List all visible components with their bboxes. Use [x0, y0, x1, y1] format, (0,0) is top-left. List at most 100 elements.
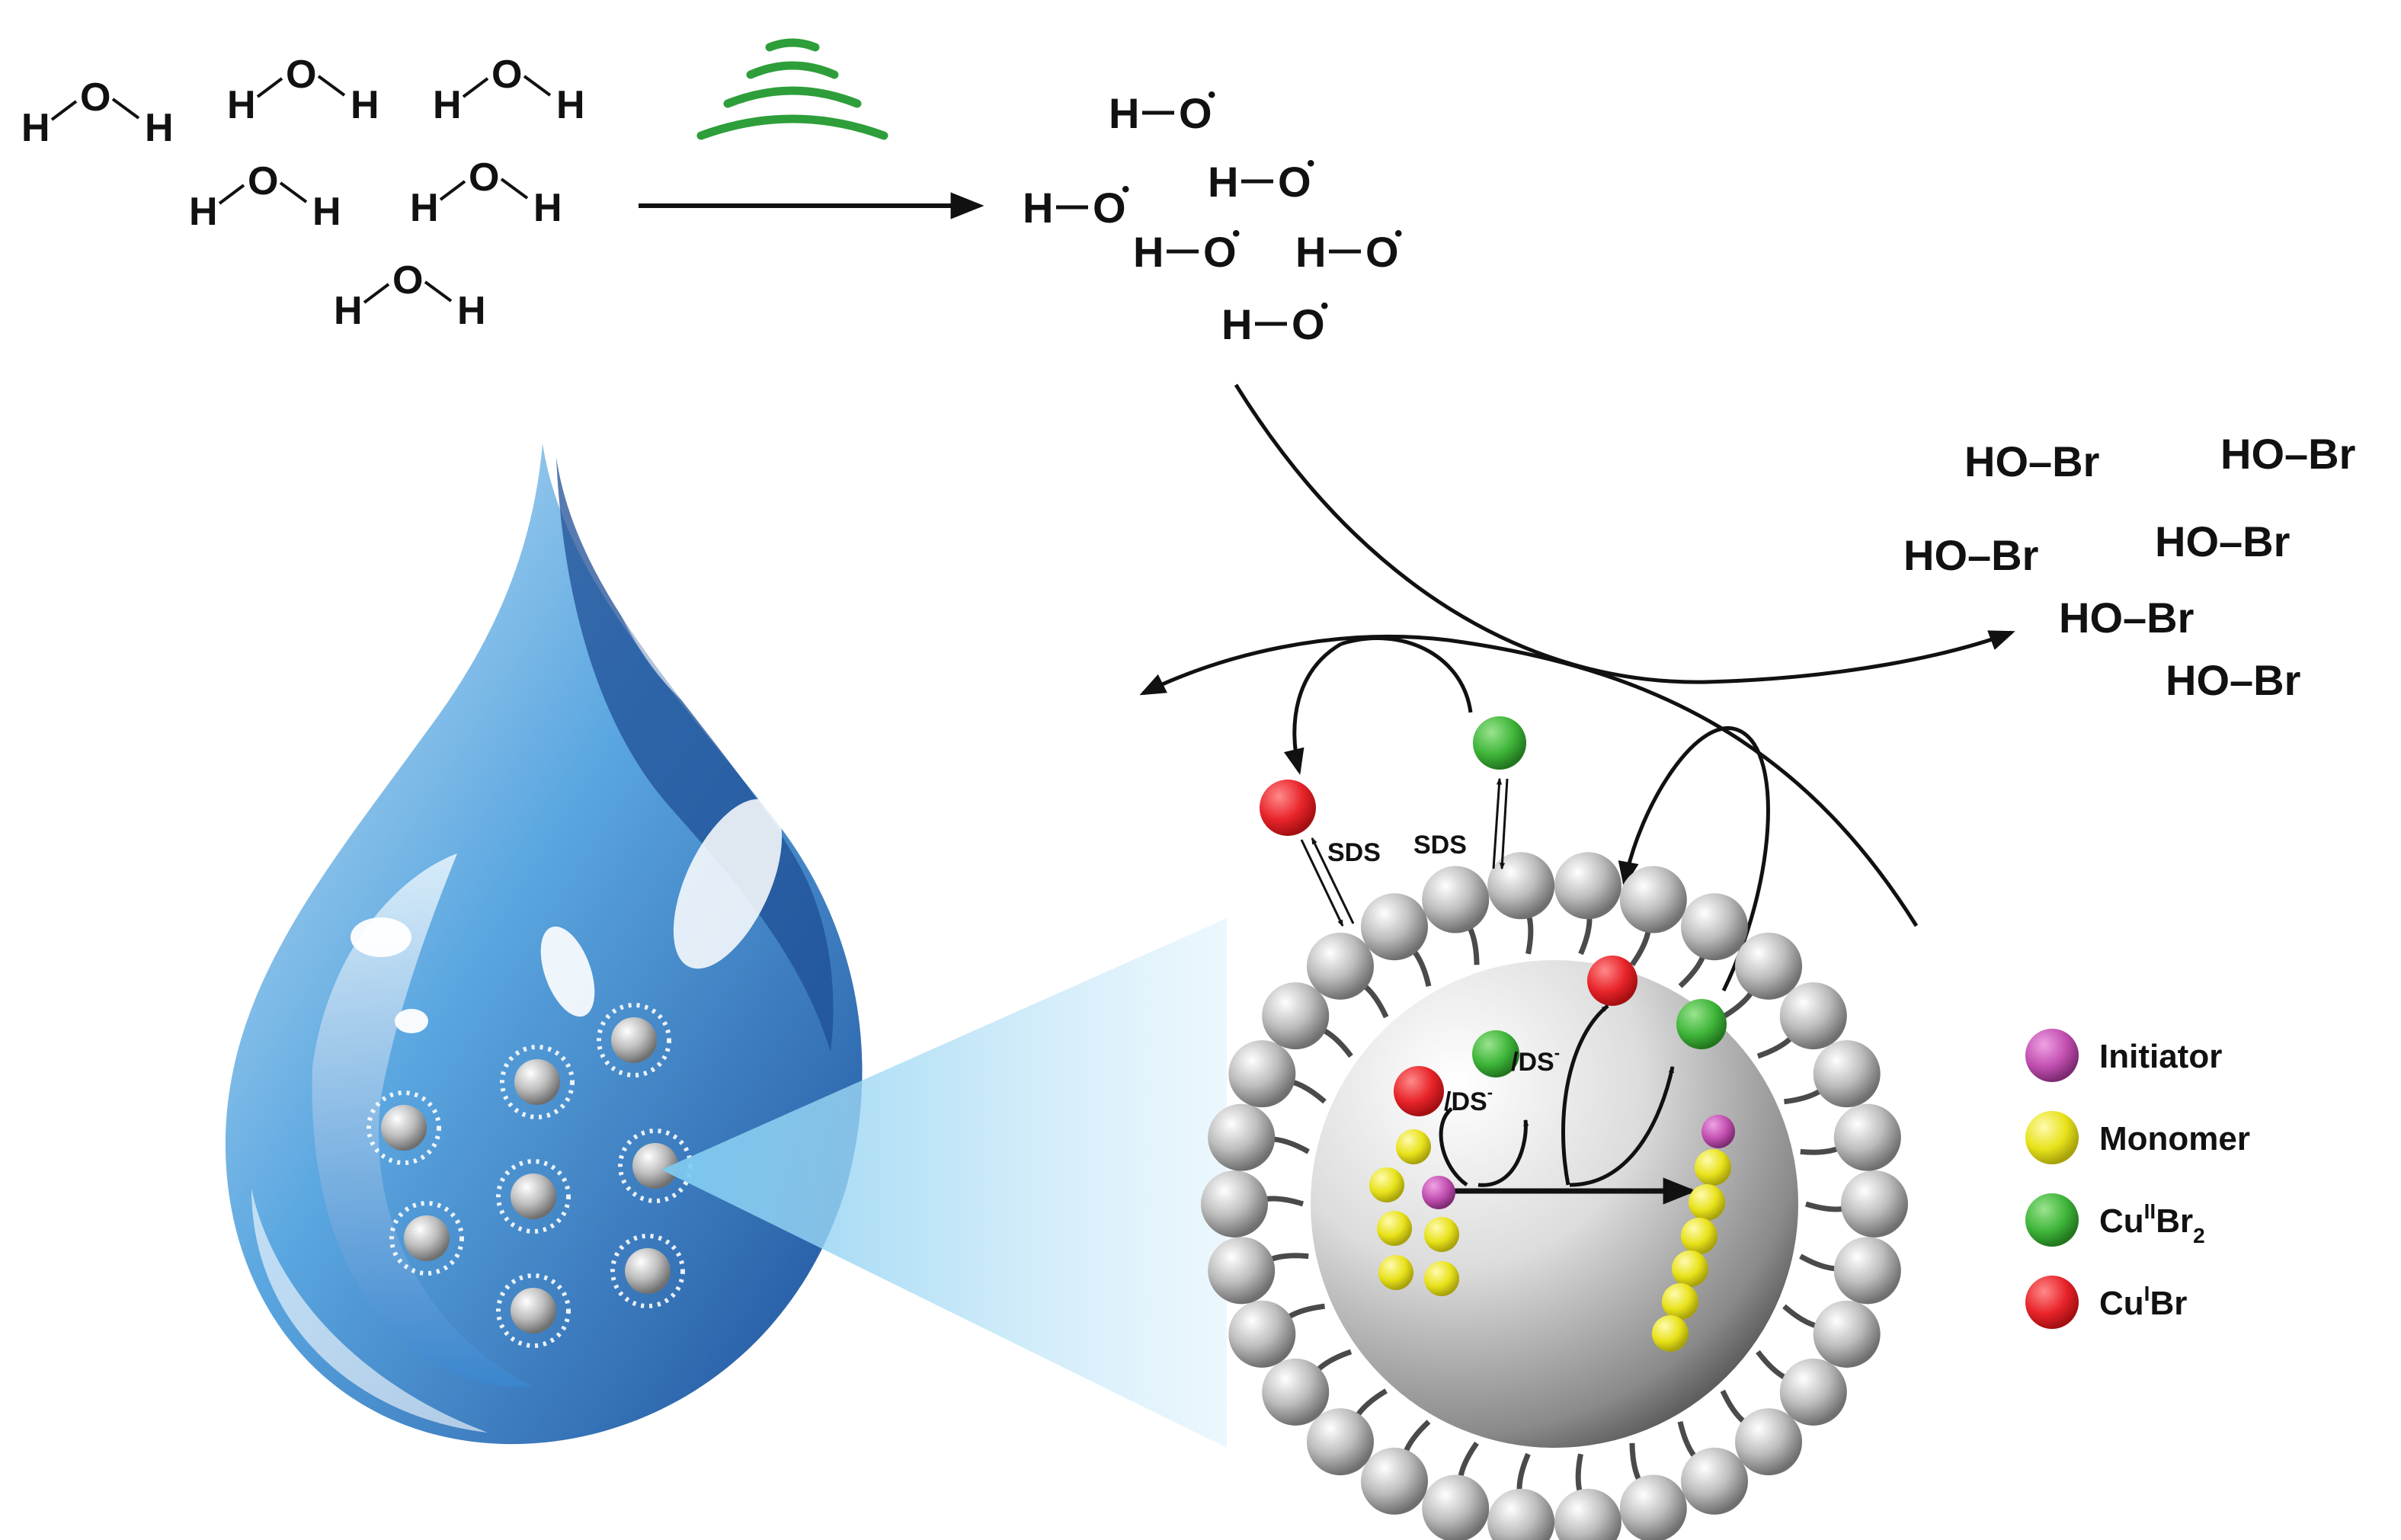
oxygen-label: O — [392, 258, 423, 303]
radical-dot: • — [1122, 177, 1130, 202]
hobr-label: HO–Br — [2220, 430, 2355, 478]
legend-label: Initiator — [2099, 1038, 2222, 1075]
zoom-beam — [661, 918, 1227, 1448]
hobr-label: HO–Br — [2155, 517, 2290, 565]
sds-exchange: SDS SDS — [1260, 716, 1526, 927]
hobr-label: HO–Br — [2059, 594, 2194, 642]
surfactant-head — [1779, 1358, 1847, 1426]
legend-swatch — [2025, 1193, 2079, 1247]
monomer-bead — [1424, 1261, 1459, 1296]
water-molecule: HOH — [410, 155, 562, 230]
oxygen-label: O — [1365, 228, 1399, 276]
legend-label: Monomer — [2099, 1120, 2250, 1157]
water-molecule: HOH — [227, 53, 379, 127]
surfactant-head — [1619, 866, 1687, 933]
nanoparticle — [496, 1273, 571, 1348]
legend-swatch — [2025, 1029, 2079, 1082]
monomer-bead — [1424, 1217, 1459, 1252]
initiator-bead — [1702, 1115, 1735, 1148]
radical-dot: • — [1307, 151, 1315, 176]
surfactant-head — [1306, 932, 1374, 1000]
oxygen-label: O — [1179, 89, 1212, 137]
monomer-bead — [1396, 1129, 1431, 1164]
monomer-bead — [1689, 1184, 1725, 1221]
oxygen-label: O — [491, 53, 522, 97]
monomer-bead — [1662, 1283, 1698, 1320]
reaction-arrows — [1139, 383, 2015, 992]
surfactant-head — [1487, 1488, 1555, 1540]
surfactant-head — [1619, 1474, 1687, 1540]
surfactant-head — [1833, 1237, 1901, 1305]
legend-label: CuIBr — [2099, 1282, 2187, 1322]
surfactant-head — [1813, 1300, 1881, 1368]
ds-label: /DS- — [1511, 1043, 1560, 1077]
hydrogen-label: H — [1109, 89, 1139, 137]
surfactant-head — [1735, 932, 1803, 1000]
legend-item: CuIBr — [2025, 1276, 2187, 1329]
surfactant-head — [1681, 893, 1748, 961]
oxygen-label: O — [1093, 184, 1126, 232]
hobr-label: HO–Br — [1964, 437, 2099, 485]
oxygen-label: O — [80, 75, 110, 120]
hydrogen-label: H — [145, 106, 174, 150]
surfactant-head — [1779, 982, 1847, 1050]
legend-label: CuIIBr2 — [2099, 1199, 2205, 1247]
hobr-label: HO–Br — [2166, 656, 2300, 704]
nanoparticle — [500, 1045, 575, 1119]
water-molecule: HOH — [334, 258, 486, 333]
hydrogen-label: H — [21, 106, 50, 150]
oxygen-label: O — [469, 155, 499, 200]
hydrogen-label: H — [556, 83, 585, 127]
surfactant-head — [1361, 893, 1428, 961]
hydrogen-label: H — [1208, 158, 1238, 206]
oxygen-label: O — [1278, 158, 1311, 206]
cu-i-br-bead — [1394, 1066, 1444, 1116]
nanoparticle — [610, 1234, 685, 1308]
legend-swatch — [2025, 1111, 2079, 1164]
monomer-bead — [1378, 1255, 1413, 1290]
surfactant-head — [1554, 852, 1621, 920]
monomer-bead — [1672, 1250, 1708, 1287]
surfactant-head — [1735, 1408, 1803, 1476]
cu-i-br-bead — [1587, 956, 1637, 1006]
hydrogen-label: H — [1133, 228, 1164, 276]
hydrogen-label: H — [410, 186, 439, 230]
nanoparticle — [389, 1201, 464, 1276]
surfactant-head — [1361, 1447, 1428, 1515]
legend-item: Monomer — [2025, 1111, 2250, 1164]
hydrogen-label: H — [189, 190, 218, 234]
ds-label: /DS- — [1444, 1083, 1493, 1116]
surfactant-head — [1228, 1040, 1296, 1108]
monomer-bead — [1681, 1218, 1718, 1254]
polymerization-arrows — [1433, 1004, 1697, 1205]
surfactant-head — [1208, 1237, 1276, 1305]
sds-label: SDS — [1413, 831, 1467, 860]
hydrogen-label: H — [1221, 300, 1252, 348]
legend-item: Initiator — [2025, 1029, 2222, 1082]
surfactant-head — [1262, 982, 1330, 1050]
surfactant-head — [1554, 1488, 1621, 1540]
surfactant-head — [1841, 1170, 1908, 1237]
surfactant-head — [1681, 1447, 1748, 1515]
cu-ii-br2-bead — [1676, 999, 1727, 1049]
monomer-bead — [1695, 1149, 1731, 1186]
surfactant-head — [1422, 866, 1490, 933]
water-molecule: HOH — [189, 159, 341, 234]
surfactant-head — [1833, 1103, 1901, 1171]
water-molecule: HOH — [433, 53, 585, 127]
radical-dot: • — [1321, 293, 1329, 319]
monomer-bead — [1369, 1167, 1404, 1202]
monomer-bead — [1652, 1315, 1689, 1352]
hydrogen-label: H — [351, 83, 379, 127]
legend-item: CuIIBr2 — [2025, 1193, 2205, 1247]
micelle-particles — [367, 1003, 693, 1348]
hydrogen-label: H — [334, 289, 363, 333]
surfactant-head — [1208, 1103, 1276, 1171]
hydrogen-label: H — [533, 186, 562, 230]
